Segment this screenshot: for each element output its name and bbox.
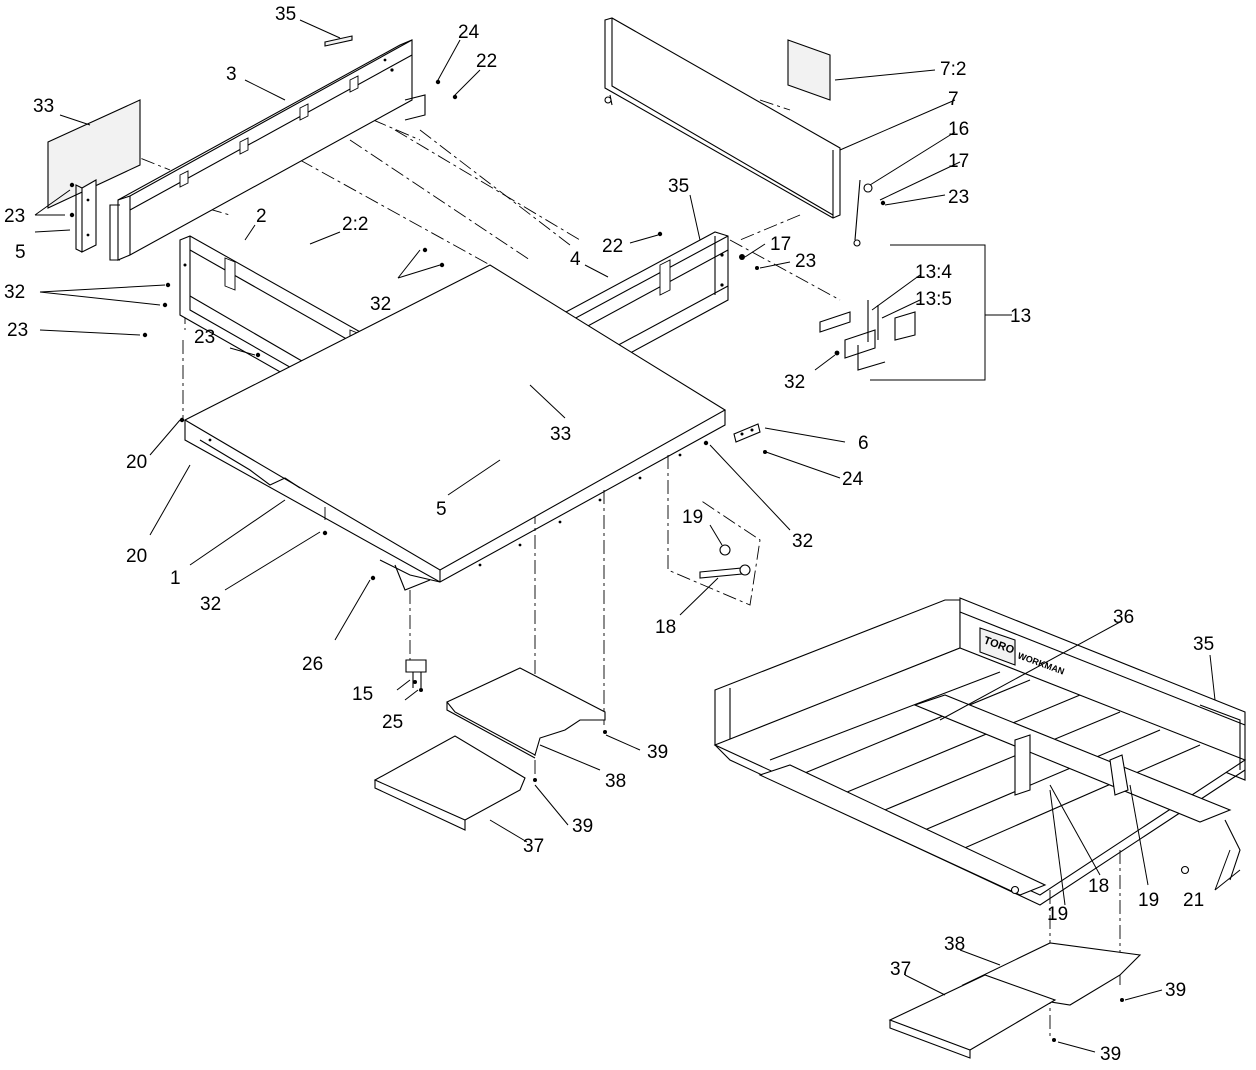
part-18-pin	[699, 544, 751, 579]
callout-23: 23	[795, 251, 816, 272]
callout-17: 17	[948, 151, 969, 172]
part-7-2-decal	[787, 39, 831, 101]
callout-3: 3	[226, 64, 237, 85]
callout-23: 23	[7, 320, 28, 341]
part-35-decal-top	[324, 35, 353, 47]
callout-19: 19	[682, 507, 703, 528]
assembled-bed-view: TORO WORKMAN	[713, 597, 1247, 1042]
callout-35: 35	[1193, 634, 1214, 655]
callout-39: 39	[1165, 980, 1186, 1001]
callout-7-2: 7:2	[940, 59, 966, 80]
part-1-bed-floor	[183, 264, 727, 591]
callout-5: 5	[15, 242, 26, 263]
callout-32: 32	[370, 294, 391, 315]
callout-4: 4	[570, 249, 581, 270]
callout-1: 1	[170, 568, 181, 589]
callout-24: 24	[458, 22, 480, 43]
callout-32: 32	[784, 372, 805, 393]
callout-22: 22	[602, 236, 623, 257]
callout-36: 36	[1113, 607, 1134, 628]
part-13-latch-assembly	[819, 300, 916, 371]
callout-13: 13	[1010, 306, 1031, 327]
callout-2-2: 2:2	[342, 214, 368, 235]
callout-32: 32	[792, 531, 813, 552]
callout-16: 16	[948, 119, 969, 140]
callout-32: 32	[200, 594, 221, 615]
part-15-bracket	[405, 659, 427, 688]
callout-labels: 35 3 24 22 33 23 5 32 23 2 2:2 32 23 20 …	[4, 4, 1214, 1065]
leader-lines	[34, 19, 1241, 1053]
callout-2: 2	[256, 206, 267, 227]
callout-6: 6	[858, 433, 869, 454]
part-37-plate-assembled	[888, 974, 1057, 1059]
callout-35: 35	[275, 4, 296, 25]
callout-17: 17	[770, 234, 791, 255]
callout-18: 18	[1088, 876, 1109, 897]
callout-38: 38	[944, 934, 965, 955]
callout-20: 20	[126, 452, 147, 473]
fasteners	[69, 79, 886, 782]
callout-15: 15	[352, 684, 373, 705]
callout-13-4: 13:4	[915, 262, 952, 283]
part-7-tailgate	[604, 17, 861, 247]
callout-37: 37	[890, 959, 911, 980]
callout-33: 33	[33, 96, 54, 117]
callout-5: 5	[436, 499, 447, 520]
callout-13-5: 13:5	[915, 289, 952, 310]
part-38-plate-upper	[446, 667, 606, 759]
callout-24: 24	[842, 469, 864, 490]
callout-39: 39	[572, 816, 593, 837]
callout-23: 23	[194, 327, 215, 348]
callout-18: 18	[655, 617, 676, 638]
callout-37: 37	[523, 836, 544, 857]
callout-26: 26	[302, 654, 323, 675]
part-3-side-rail	[109, 39, 426, 261]
part-37-plate-lower	[373, 735, 526, 831]
callout-19: 19	[1138, 890, 1159, 911]
callout-20: 20	[126, 546, 147, 567]
callout-25: 25	[382, 712, 403, 733]
callout-7: 7	[948, 89, 959, 110]
callout-38: 38	[605, 771, 626, 792]
callout-23: 23	[4, 206, 25, 227]
callout-33: 33	[550, 424, 571, 445]
callout-23: 23	[948, 187, 969, 208]
callout-39: 39	[647, 742, 668, 763]
callout-22: 22	[476, 51, 497, 72]
callout-32: 32	[4, 282, 25, 303]
callout-19: 19	[1047, 904, 1068, 925]
part-6-hinge-plate	[733, 423, 761, 443]
alignment-lines	[94, 99, 1121, 1040]
callout-39: 39	[1100, 1044, 1121, 1065]
callout-21: 21	[1183, 890, 1204, 911]
callout-35: 35	[668, 176, 689, 197]
part-33-decal-left	[47, 99, 141, 209]
part-5-corner-brace-left	[75, 179, 97, 253]
